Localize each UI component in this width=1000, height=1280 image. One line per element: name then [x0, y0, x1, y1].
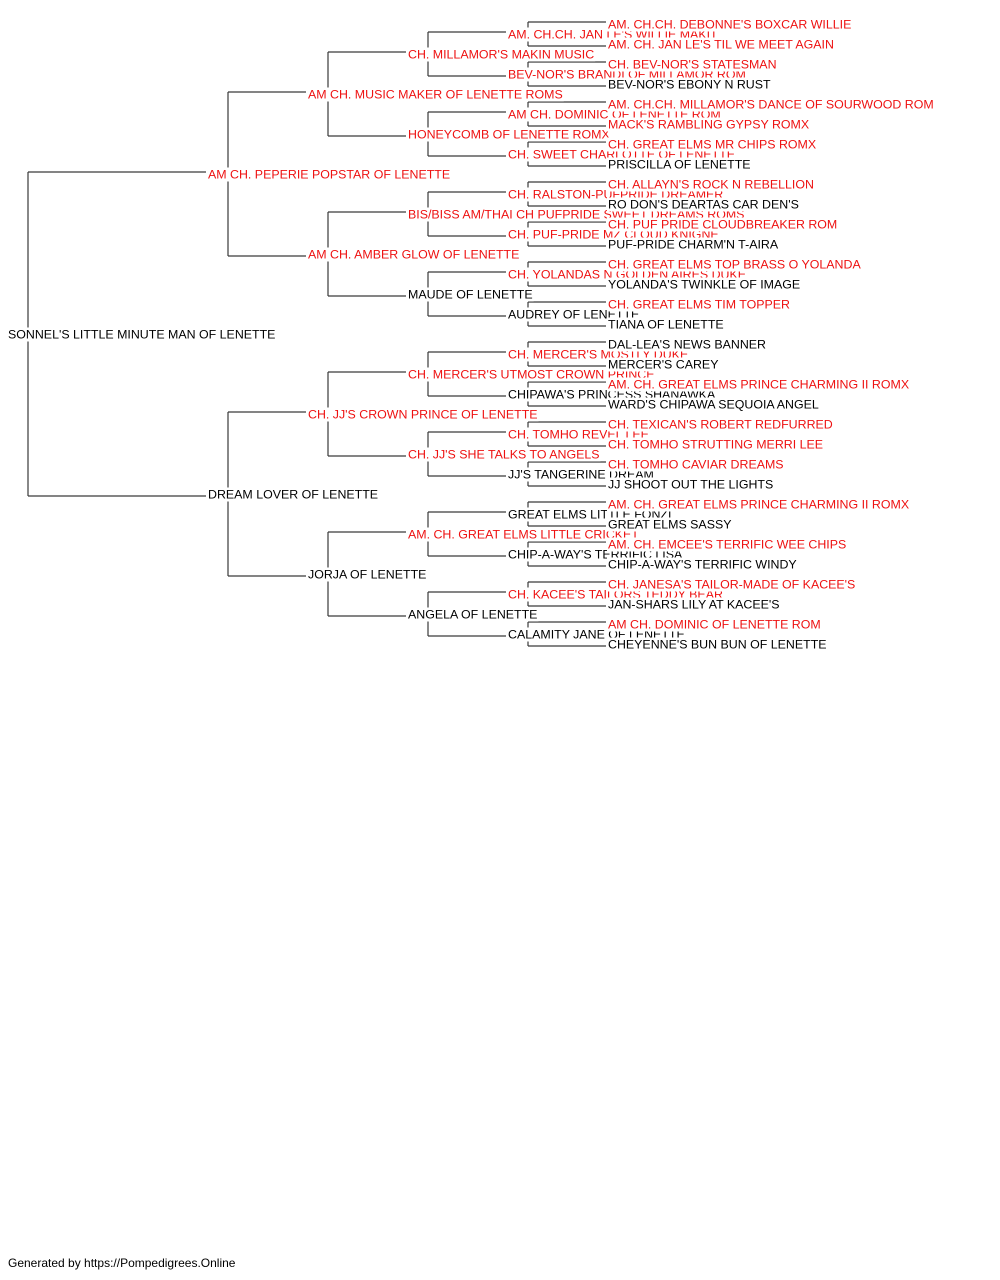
label-background — [607, 457, 785, 472]
label-background — [607, 497, 911, 512]
ancestor-name-gen5: GREAT ELMS SASSY — [608, 518, 732, 532]
label-background — [607, 477, 775, 492]
label-background — [607, 577, 857, 592]
label-background — [607, 317, 725, 332]
label-background — [507, 307, 641, 322]
label-background — [607, 17, 853, 32]
ancestor-name-gen5: WARD'S CHIPAWA SEQUOIA ANGEL — [608, 398, 819, 412]
label-background — [607, 217, 839, 232]
ancestor-name-gen5: CH. BEV-NOR'S STATESMAN — [608, 58, 777, 72]
ancestor-name-gen5: AM. CH.CH. DEBONNE'S BOXCAR WILLIE — [608, 18, 851, 32]
label-background — [607, 137, 818, 152]
label-background — [607, 537, 848, 552]
label-background — [207, 167, 452, 182]
ancestor-name-gen5: CH. GREAT ELMS MR CHIPS ROMX — [608, 138, 816, 152]
ancestor-name-gen3: HONEYCOMB OF LENETTE ROMX — [408, 128, 610, 142]
label-background — [407, 527, 641, 542]
ancestor-name-gen3: CH. MILLAMOR'S MAKIN MUSIC — [408, 48, 594, 62]
label-background — [607, 77, 772, 92]
label-background — [407, 367, 656, 382]
label-background — [407, 47, 596, 62]
label-background — [607, 97, 935, 112]
label-background — [607, 57, 778, 72]
label-background — [307, 567, 428, 582]
ancestor-name-gen5: AM. CH.CH. MILLAMOR'S DANCE OF SOURWOOD … — [608, 98, 934, 112]
label-background — [307, 247, 521, 262]
label-background — [607, 597, 781, 612]
label-background — [607, 257, 863, 272]
ancestor-name-gen1: AM CH. PEPERIE POPSTAR OF LENETTE — [208, 168, 450, 182]
ancestor-name-gen5: CH. GREAT ELMS TIM TOPPER — [608, 298, 790, 312]
label-background — [607, 357, 720, 372]
ancestor-name-gen5: DAL-LEA'S NEWS BANNER — [608, 338, 766, 352]
label-background — [607, 557, 798, 572]
ancestor-name-gen3: MAUDE OF LENETTE — [408, 288, 533, 302]
ancestor-name-gen5: CH. TOMHO CAVIAR DREAMS — [608, 458, 784, 472]
ancestor-name-gen5: CHEYENNE'S BUN BUN OF LENETTE — [608, 638, 827, 652]
label-background — [607, 417, 834, 432]
ancestor-name-gen2: JORJA OF LENETTE — [308, 568, 426, 582]
ancestor-name-gen4: AUDREY OF LENETTE — [508, 308, 639, 322]
ancestor-name-gen5: CHIP-A-WAY'S TERRIFIC WINDY — [608, 558, 797, 572]
label-background — [407, 287, 534, 302]
ancestor-name-gen3: CH. JJ'S SHE TALKS TO ANGELS — [408, 448, 600, 462]
ancestor-name-gen2: AM CH. MUSIC MAKER OF LENETTE ROMS — [308, 88, 563, 102]
ancestor-name-gen1: DREAM LOVER OF LENETTE — [208, 488, 378, 502]
label-background — [607, 517, 733, 532]
ancestor-name-gen5: AM. CH. GREAT ELMS PRINCE CHARMING II RO… — [608, 378, 909, 392]
ancestor-name-gen5: JJ SHOOT OUT THE LIGHTS — [608, 478, 773, 492]
dog-names: SONNEL'S LITTLE MINUTE MAN OF LENETTE AM … — [7, 17, 935, 652]
label-background — [307, 87, 564, 102]
label-background — [607, 177, 815, 192]
ancestor-name-gen5: JAN-SHARS LILY AT KACEE'S — [608, 598, 780, 612]
ancestor-name-gen5: CH. TEXICAN'S ROBERT REDFURRED — [608, 418, 833, 432]
ancestor-name-gen5: RO DON'S DEARTAS CAR DEN'S — [608, 198, 799, 212]
ancestor-name-gen5: CH. ALLAYN'S ROCK N REBELLION — [608, 178, 814, 192]
ancestor-name-gen5: AM. CH. EMCEE'S TERRIFIC WEE CHIPS — [608, 538, 846, 552]
ancestor-name-gen5: AM. CH. GREAT ELMS PRINCE CHARMING II RO… — [608, 498, 909, 512]
label-background — [207, 487, 380, 502]
subject-dog-name: SONNEL'S LITTLE MINUTE MAN OF LENETTE — [8, 328, 275, 342]
label-background — [407, 127, 611, 142]
label-background — [407, 607, 539, 622]
label-background — [607, 437, 825, 452]
label-background — [607, 637, 828, 652]
label-background — [607, 297, 792, 312]
label-background — [607, 617, 822, 632]
label-background — [607, 197, 800, 212]
label-background — [607, 377, 911, 392]
label-background — [607, 237, 780, 252]
ancestor-name-gen5: CH. JANESA'S TAILOR-MADE OF KACEE'S — [608, 578, 855, 592]
label-background — [607, 397, 820, 412]
generated-by-footer: Generated by https://Pompedigrees.Online — [8, 1256, 236, 1270]
ancestor-name-gen5: CH. TOMHO STRUTTING MERRI LEE — [608, 438, 823, 452]
ancestor-name-gen3: CH. MERCER'S UTMOST CROWN PRINCE — [408, 368, 655, 382]
label-background — [607, 117, 811, 132]
label-background — [607, 37, 835, 52]
ancestor-name-gen5: MERCER'S CAREY — [608, 358, 718, 372]
ancestor-name-gen2: AM CH. AMBER GLOW OF LENETTE — [308, 248, 519, 262]
ancestor-name-gen5: AM. CH. JAN LE'S TIL WE MEET AGAIN — [608, 38, 834, 52]
ancestor-name-gen5: CH. GREAT ELMS TOP BRASS O YOLANDA — [608, 258, 861, 272]
ancestor-name-gen5: CH. PUF PRIDE CLOUDBREAKER ROM — [608, 218, 837, 232]
label-background — [607, 157, 752, 172]
ancestor-name-gen5: TIANA OF LENETTE — [608, 318, 724, 332]
ancestor-name-gen3: ANGELA OF LENETTE — [408, 608, 537, 622]
ancestor-name-gen3: AM. CH. GREAT ELMS LITTLE CRICKET — [408, 528, 639, 542]
label-background — [307, 407, 539, 422]
ancestor-name-gen5: MACK'S RAMBLING GYPSY ROMX — [608, 118, 809, 132]
label-background — [7, 327, 277, 342]
ancestor-name-gen5: PRISCILLA OF LENETTE — [608, 158, 751, 172]
ancestor-name-gen5: AM CH. DOMINIC OF LENETTE ROM — [608, 618, 821, 632]
ancestor-name-gen5: YOLANDA'S TWINKLE OF IMAGE — [608, 278, 800, 292]
ancestor-name-gen2: CH. JJ'S CROWN PRINCE OF LENETTE — [308, 408, 538, 422]
ancestor-name-gen5: BEV-NOR'S EBONY N RUST — [608, 78, 771, 92]
label-background — [607, 277, 802, 292]
ancestor-name-gen5: PUF-PRIDE CHARM'N T-AIRA — [608, 238, 779, 252]
label-background — [407, 447, 601, 462]
label-background — [607, 337, 768, 352]
